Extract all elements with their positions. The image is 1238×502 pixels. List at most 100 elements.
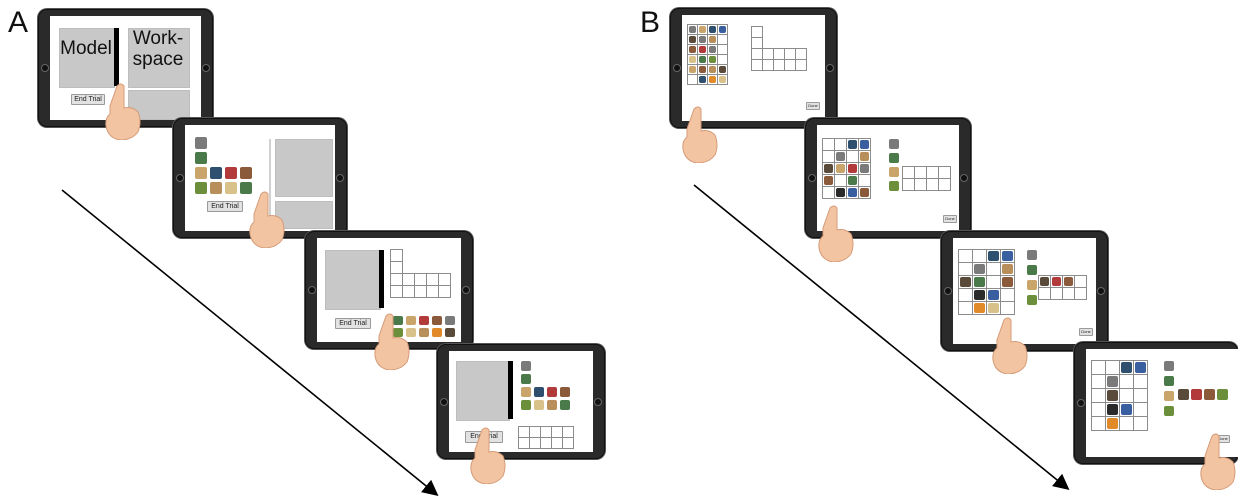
object-tile[interactable] xyxy=(444,327,456,338)
workspace-cell[interactable] xyxy=(938,178,951,191)
object-tile[interactable] xyxy=(194,151,208,165)
model-cell xyxy=(958,275,973,289)
end-trial-button[interactable]: End Trial xyxy=(71,94,105,105)
object-tile[interactable] xyxy=(1163,405,1175,417)
object-palette xyxy=(194,136,253,195)
workspace-cell[interactable] xyxy=(438,285,451,298)
object-tile[interactable] xyxy=(520,399,532,411)
object-tile[interactable] xyxy=(224,181,238,195)
model-cell xyxy=(1091,360,1106,375)
tablet-b1: Done xyxy=(670,8,837,128)
object-tile[interactable] xyxy=(405,315,417,326)
model-cell xyxy=(1119,388,1134,403)
tablet-a4-screen: End Trial xyxy=(449,351,593,452)
workspace-cell[interactable] xyxy=(1190,388,1203,401)
object-tile[interactable] xyxy=(559,386,571,398)
model-grid xyxy=(958,249,1015,315)
object-tile[interactable] xyxy=(418,315,430,326)
home-button-icon xyxy=(41,64,49,72)
object-tile[interactable] xyxy=(431,327,443,338)
workspace-cell[interactable] xyxy=(1177,388,1190,401)
model-cell xyxy=(1133,374,1148,389)
object-tile[interactable] xyxy=(194,166,208,180)
object-tile[interactable] xyxy=(1163,375,1175,387)
pointing-hand-icon xyxy=(103,82,143,141)
model-cell xyxy=(1091,388,1106,403)
object-tile[interactable] xyxy=(1026,294,1038,306)
tablet-b2: Done xyxy=(805,118,971,238)
object-tile[interactable] xyxy=(533,386,545,398)
camera-icon xyxy=(336,174,344,182)
object-tile[interactable] xyxy=(444,315,456,326)
object-tile[interactable] xyxy=(520,386,532,398)
object-tile[interactable] xyxy=(392,315,404,326)
object-tile[interactable] xyxy=(194,136,208,150)
object-tile[interactable] xyxy=(559,399,571,411)
object-tile[interactable] xyxy=(1026,249,1038,261)
object-tile[interactable] xyxy=(1026,264,1038,276)
model-cell xyxy=(972,262,987,276)
object-tile[interactable] xyxy=(1163,360,1175,372)
object-tile[interactable] xyxy=(418,327,430,338)
tablet-a3-screen: End Trial xyxy=(317,238,461,342)
object-tile[interactable] xyxy=(888,138,900,150)
model-cell xyxy=(1105,374,1120,389)
model-cell xyxy=(1133,416,1148,431)
home-button-icon xyxy=(308,286,316,294)
object-tile[interactable] xyxy=(546,399,558,411)
camera-icon xyxy=(462,286,470,294)
object-tile[interactable] xyxy=(888,152,900,164)
object-tile[interactable] xyxy=(405,327,417,338)
workspace-cell[interactable] xyxy=(562,437,574,449)
model-area xyxy=(275,139,333,197)
model-cell xyxy=(972,301,987,315)
workspace-cell[interactable] xyxy=(1203,388,1216,401)
model-occluder xyxy=(114,28,119,86)
model-cell xyxy=(972,249,987,263)
object-tile[interactable] xyxy=(1163,390,1175,402)
object-tile[interactable] xyxy=(209,166,223,180)
model-cell xyxy=(1133,388,1148,403)
diagonal-arrow-icon xyxy=(693,184,1070,491)
object-tile[interactable] xyxy=(546,386,558,398)
workspace-cell[interactable] xyxy=(1216,388,1229,401)
object-tile[interactable] xyxy=(392,327,404,338)
object-tile[interactable] xyxy=(224,166,238,180)
object-tile[interactable] xyxy=(520,360,532,372)
model-cell xyxy=(1091,402,1106,417)
home-button-icon xyxy=(176,174,184,182)
workspace-grid xyxy=(390,249,451,298)
model-cell xyxy=(1105,402,1120,417)
camera-icon xyxy=(960,174,968,182)
object-palette xyxy=(520,360,571,411)
camera-icon xyxy=(826,64,834,72)
object-palette xyxy=(392,315,456,338)
object-tile[interactable] xyxy=(239,181,253,195)
done-button[interactable]: Done xyxy=(1079,328,1093,336)
done-button[interactable]: Done xyxy=(806,102,820,110)
object-tile[interactable] xyxy=(520,373,532,385)
model-cell xyxy=(1133,360,1148,375)
object-tile[interactable] xyxy=(209,181,223,195)
object-tile[interactable] xyxy=(194,181,208,195)
object-tile[interactable] xyxy=(239,166,253,180)
panel-b-label: B xyxy=(640,6,661,39)
object-tile[interactable] xyxy=(1026,279,1038,291)
model-occluder xyxy=(508,361,513,419)
camera-icon xyxy=(1097,287,1105,295)
end-trial-button[interactable]: End Trial xyxy=(207,201,243,212)
model-cell xyxy=(1000,301,1015,315)
done-button[interactable]: Done xyxy=(943,215,957,223)
object-tile[interactable] xyxy=(888,180,900,192)
object-tile[interactable] xyxy=(888,166,900,178)
pointing-hand-icon xyxy=(372,312,412,371)
home-button-icon xyxy=(440,397,448,406)
workspace-grid xyxy=(1177,388,1229,401)
workspace-cell[interactable] xyxy=(795,59,807,71)
end-trial-button[interactable]: End Trial xyxy=(335,318,371,329)
object-tile[interactable] xyxy=(533,399,545,411)
home-button-icon xyxy=(808,174,816,182)
workspace-cell[interactable] xyxy=(1074,287,1087,300)
object-tile[interactable] xyxy=(431,315,443,326)
home-button-icon xyxy=(673,64,681,72)
